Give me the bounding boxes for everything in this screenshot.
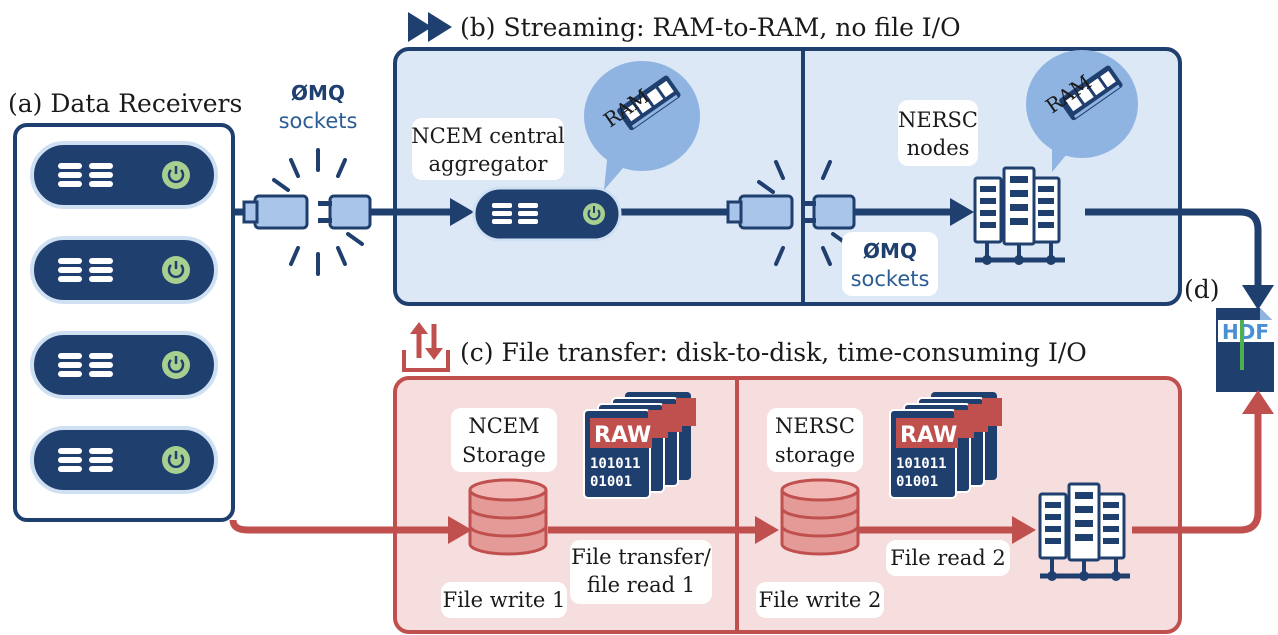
nersc-nodes-label-box	[898, 100, 978, 166]
ram-bubble-1: RAM	[584, 61, 700, 190]
ncem-storage-line2: Storage	[462, 443, 546, 467]
file-read-2-label: File read 2	[890, 546, 1006, 570]
nersc-server-cluster-icon	[973, 166, 1065, 265]
zmq-label-top: sockets	[279, 109, 358, 133]
file-read-2-box	[886, 540, 1010, 576]
aggregator-label-box	[412, 118, 564, 180]
ncem-storage-line1: NCEM	[468, 414, 539, 438]
receiver-server-2	[30, 236, 218, 304]
aggregator-label-line2: aggregator	[429, 152, 549, 176]
aggregator-label-line1: NCEM central	[411, 124, 565, 148]
nersc-storage-label-box	[767, 408, 863, 472]
streaming-title: (b) Streaming: RAM-to-RAM, no file I/O	[460, 13, 961, 42]
binary-1-line2: 01001	[590, 474, 632, 490]
file-write-2-box	[756, 582, 884, 618]
file-transfer-title: (c) File transfer: disk-to-disk, time-co…	[460, 338, 1087, 367]
zmq-logo-bottom: ØMQ	[863, 239, 917, 263]
receivers-panel	[13, 123, 235, 522]
nersc-nodes-label-line2: nodes	[907, 136, 970, 160]
file-transfer-flow-line	[229, 390, 1274, 544]
hdf-logo: HDF	[1222, 320, 1269, 344]
raw-label-2: RAW	[900, 423, 957, 448]
file-write-1-label: File write 1	[443, 588, 566, 612]
ncem-database-icon	[468, 478, 548, 556]
file-write-2-label: File write 2	[759, 588, 882, 612]
file-write-1-box	[441, 582, 567, 618]
plug-connector-1-icon	[242, 148, 372, 276]
raw-files-icon-2: RAW 101011 01001	[889, 392, 1002, 499]
ncem-aggregator-server	[472, 186, 622, 242]
raw-files-icon-1: RAW 101011 01001	[583, 392, 696, 499]
receiver-server-4	[30, 426, 218, 494]
binary-1-line1: 101011	[590, 456, 641, 472]
hdf-file-icon: HDF	[1216, 308, 1276, 392]
nersc-nodes-label-line1: NERSC	[898, 108, 978, 132]
file-transfer-label-line1: File transfer/	[571, 545, 712, 569]
streaming-flow-line	[233, 198, 1274, 310]
transfer-arrows-icon	[402, 322, 450, 372]
file-transfer-label-line2: file read 1	[587, 573, 695, 597]
fast-forward-icon	[408, 12, 452, 42]
receivers-title: (a) Data Receivers	[8, 89, 242, 118]
nersc-storage-line1: NERSC	[775, 414, 855, 438]
zmq-box-bottom	[842, 232, 938, 296]
binary-2-line1: 101011	[896, 456, 947, 472]
nersc-server-cluster-2-icon	[1038, 482, 1130, 581]
plug-connector-2-icon	[726, 150, 856, 276]
file-transfer-label-box	[570, 540, 712, 604]
nersc-database-icon	[780, 478, 860, 556]
ram-bubble-2: RAM	[1026, 50, 1138, 172]
hdf-section-title: (d)	[1184, 275, 1220, 304]
zmq-label-bottom: sockets	[851, 267, 930, 291]
nersc-storage-line2: storage	[775, 443, 855, 467]
binary-2-line2: 01001	[896, 474, 938, 490]
receiver-server-1	[30, 141, 218, 209]
ncem-storage-label-box	[451, 408, 557, 472]
receiver-server-3	[30, 331, 218, 399]
zmq-logo-top: ØMQ	[291, 81, 345, 105]
raw-label-1: RAW	[594, 423, 651, 448]
